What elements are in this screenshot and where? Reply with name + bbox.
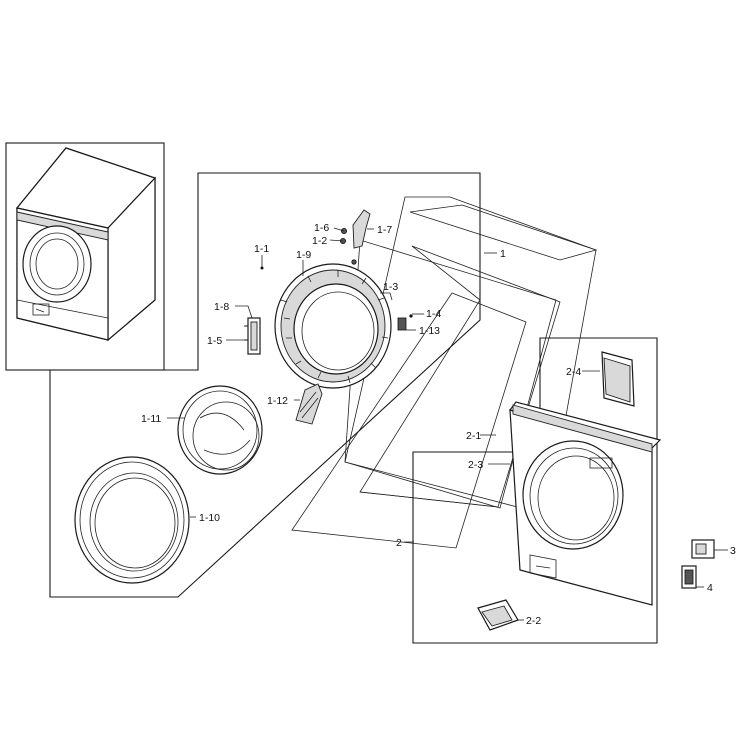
- callout-2-1: 2-1: [466, 430, 481, 442]
- door-frame-1-9: [274, 263, 392, 389]
- front-panel-2: [508, 401, 662, 606]
- callout-3: 3: [730, 545, 736, 557]
- callout-1-6: 1-6: [314, 222, 329, 234]
- inset-washer: [15, 147, 157, 342]
- callout-1-13: 1-13: [419, 325, 440, 337]
- callout-1-1: 1-1: [254, 243, 269, 255]
- door-glass-1-11: [177, 385, 263, 475]
- callout-2-2: 2-2: [526, 615, 541, 627]
- switch-3: [691, 539, 715, 559]
- callout-2: 2: [396, 537, 402, 549]
- group-1-outline: [49, 172, 481, 598]
- inset-washer-view: [5, 142, 165, 371]
- callout-1-2: 1-2: [312, 235, 327, 247]
- callout-1-8: 1-8: [214, 301, 229, 313]
- door-lock-1-13: [397, 314, 413, 331]
- callout-1-4: 1-4: [426, 308, 441, 320]
- door-hook-1-7: [339, 209, 371, 265]
- callout-2-3: 2-3: [468, 459, 483, 471]
- callout-labels: 1 1-1 1-2 1-3 1-4 1-5 1-6 1-7 1-8 1-9 1-…: [141, 222, 736, 627]
- door-handle-1-12: [295, 383, 323, 425]
- assembly-guide-planes: [291, 196, 598, 549]
- callout-1-10: 1-10: [199, 512, 220, 524]
- door-outer-ring-1-10: [74, 456, 190, 584]
- callout-2-4: 2-4: [566, 366, 581, 378]
- callout-1-5: 1-5: [207, 335, 222, 347]
- leader-lines: [167, 227, 728, 621]
- callout-1-11: 1-11: [141, 413, 161, 425]
- callout-4: 4: [707, 582, 713, 594]
- callout-1-12: 1-12: [267, 395, 288, 407]
- callout-1: 1: [500, 248, 506, 260]
- callout-1-9: 1-9: [296, 249, 311, 261]
- control-panel-2-4: [601, 351, 635, 407]
- door-hinge-1-8: [244, 317, 261, 355]
- callout-1-7: 1-7: [377, 224, 392, 236]
- latch-4: [681, 565, 697, 589]
- bottom-cover-2-2: [477, 599, 519, 631]
- callout-1-3: 1-3: [383, 281, 398, 293]
